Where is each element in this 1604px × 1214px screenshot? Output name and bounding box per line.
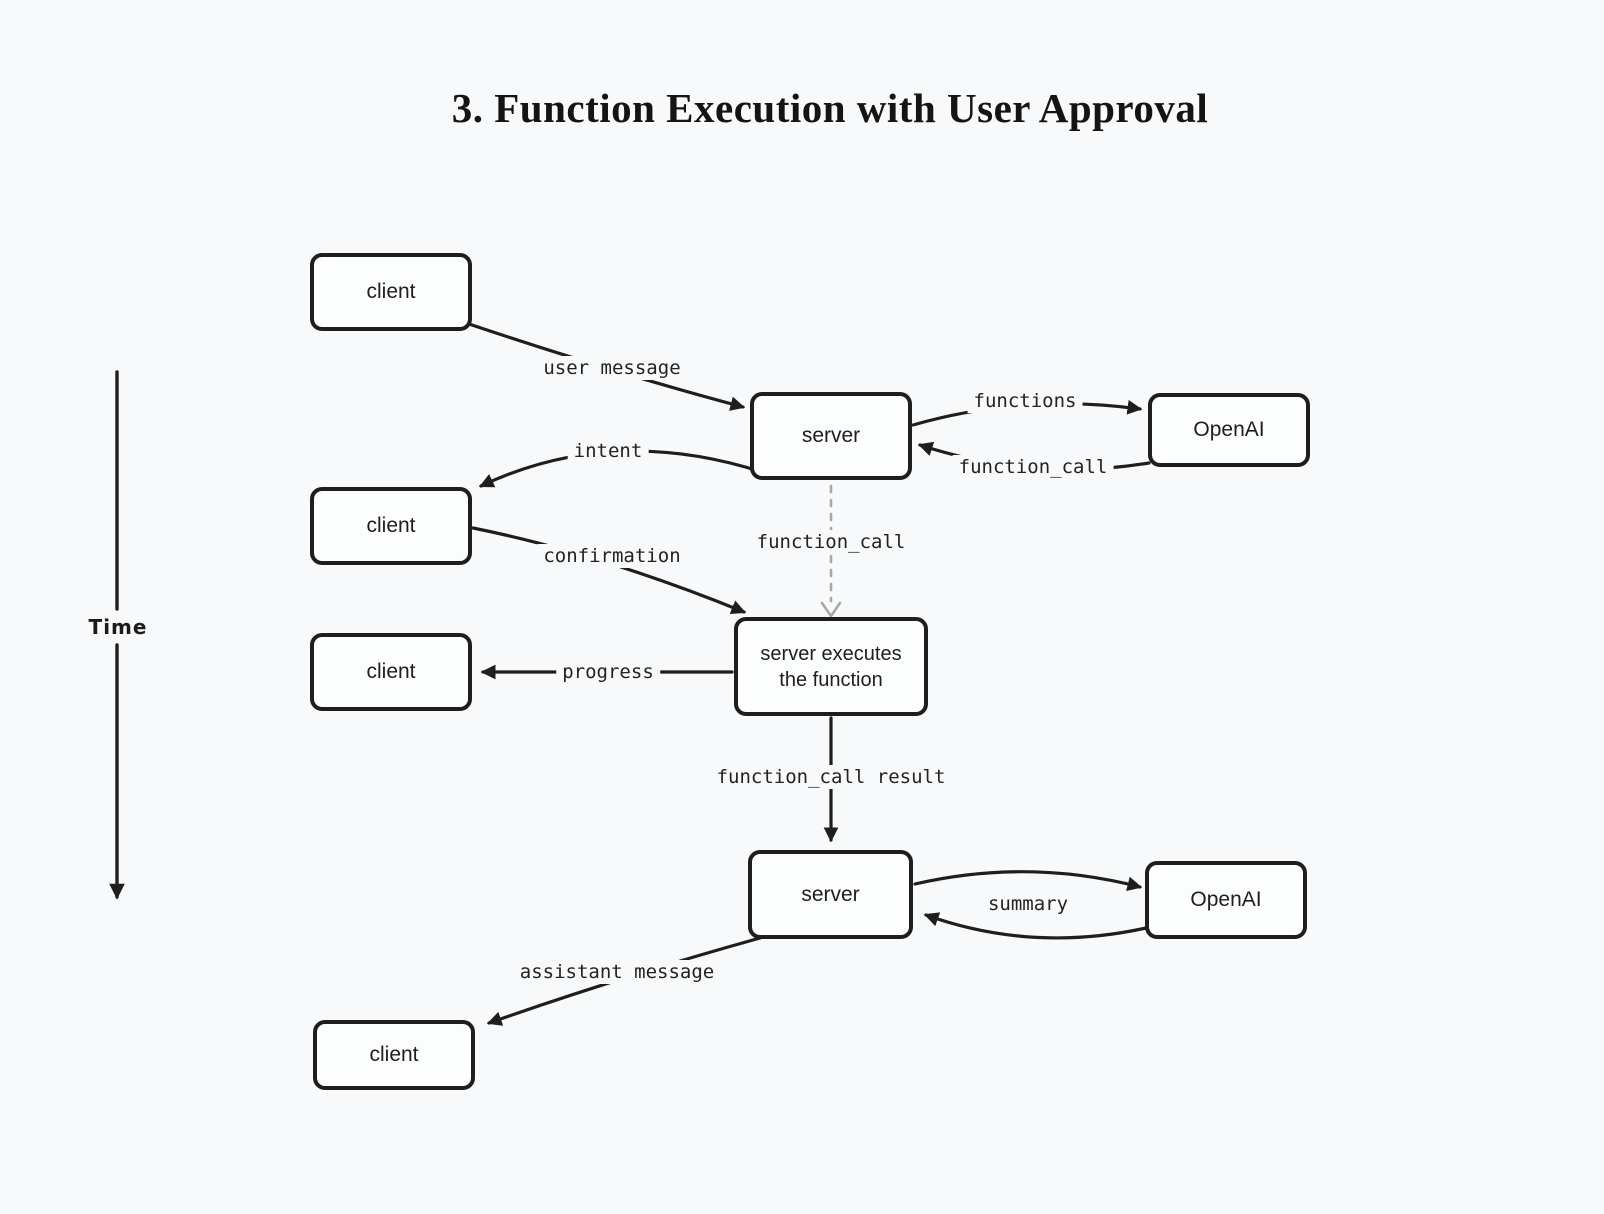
node-server-exec: server executes the function: [734, 617, 928, 716]
arrow-confirmation: [471, 526, 747, 615]
edge-label-function-call-result: function_call result: [710, 765, 952, 789]
node-openai-2: OpenAI: [1145, 861, 1307, 939]
edge-label-assistant-message: assistant message: [513, 960, 721, 984]
edge-label-user-message: user message: [537, 356, 687, 380]
node-client-2-label: client: [366, 514, 416, 538]
edge-label-confirmation: confirmation: [537, 544, 687, 568]
node-server-1-label: server: [801, 424, 861, 448]
arrow-summary-to-server: [923, 912, 1148, 940]
node-client-3: client: [310, 633, 472, 711]
edge-label-function-call-return: function_call: [952, 455, 1114, 479]
node-server-2-label: server: [801, 882, 860, 906]
edge-label-functions: functions: [967, 389, 1083, 413]
edge-label-progress: progress: [556, 660, 660, 684]
node-openai-1: OpenAI: [1148, 393, 1310, 467]
node-server-1: server: [750, 392, 912, 480]
node-client-4-label: client: [369, 1043, 419, 1067]
node-client-1: client: [310, 253, 472, 331]
arrow-summary-to-openai: [913, 870, 1143, 891]
node-server-exec-label: server executes the function: [760, 642, 902, 691]
edge-label-function-call-dashed: function_call: [750, 530, 912, 554]
edge-label-intent: intent: [567, 439, 649, 463]
node-openai-2-label: OpenAI: [1190, 888, 1262, 912]
node-client-2: client: [310, 487, 472, 565]
arrow-function-call-dashed-head: [820, 601, 842, 619]
node-client-4: client: [313, 1020, 475, 1090]
node-client-3-label: client: [366, 660, 416, 684]
page-title: 3. Function Execution with User Approval: [451, 85, 1209, 131]
time-axis-label: Time: [84, 613, 152, 641]
edge-label-summary: summary: [981, 892, 1075, 916]
node-openai-1-label: OpenAI: [1193, 418, 1265, 442]
node-client-1-label: client: [366, 280, 416, 304]
node-server-2: server: [748, 850, 913, 939]
